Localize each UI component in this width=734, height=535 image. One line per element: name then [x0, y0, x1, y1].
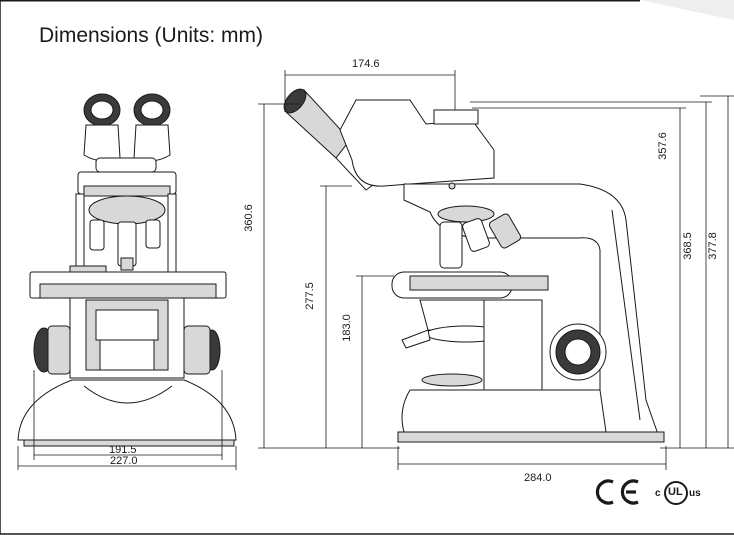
ul-prefix: c — [655, 488, 661, 499]
front-view — [17, 93, 237, 447]
dim-height-right-1: 368.5 — [681, 232, 694, 260]
ul-suffix: us — [689, 488, 701, 499]
side-lower-body — [483, 299, 543, 391]
ul-certification: c UL us — [655, 482, 705, 506]
front-objectives — [89, 219, 161, 271]
ce-mark-icon — [595, 479, 639, 505]
side-nosepiece — [437, 205, 495, 223]
side-trinocular-port — [433, 109, 479, 125]
dim-height-arm: 357.6 — [656, 132, 669, 160]
front-arm-left — [75, 193, 85, 275]
dimension-lines — [17, 70, 734, 470]
dim-height-condenser: 183.0 — [340, 314, 353, 342]
side-objectives — [439, 213, 522, 269]
dim-top-width: 174.6 — [352, 58, 380, 70]
dim-front-width-inner: 191.5 — [109, 444, 137, 456]
dim-height-total-left: 360.6 — [242, 204, 255, 232]
side-base — [401, 389, 607, 433]
page-title: Dimensions (Units: mm) — [39, 24, 264, 47]
dim-height-stage: 277.5 — [303, 282, 316, 310]
dim-height-right-2: 377.8 — [706, 232, 719, 260]
dim-depth: 284.0 — [524, 472, 552, 484]
ce-certification: CE — [600, 478, 650, 508]
front-arm-right — [167, 193, 177, 275]
side-view — [283, 88, 665, 443]
front-base — [17, 379, 237, 441]
front-focus-knobs — [33, 325, 221, 375]
ul-mark-icon — [664, 481, 688, 505]
dim-front-width-outer: 227.0 — [110, 455, 138, 467]
ul-letters: UL — [668, 486, 683, 498]
front-eyepieces — [83, 93, 171, 173]
corner-decoration — [640, 0, 734, 20]
